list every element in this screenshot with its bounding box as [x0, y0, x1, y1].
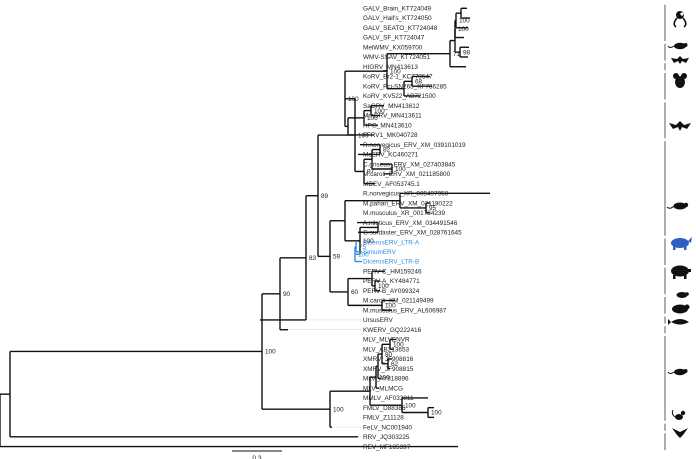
- koala-icon: [673, 73, 687, 88]
- tip-label: XMRV_JF908815: [363, 366, 414, 373]
- tip-label: MLV_AY818896: [363, 376, 409, 383]
- gibbon-icon: [673, 11, 687, 28]
- bat-icon: [669, 121, 691, 131]
- rodent-icon: [666, 202, 689, 210]
- tip-label: MmGRV_MN413611: [363, 113, 422, 120]
- whale-icon: [668, 319, 689, 325]
- tip-label: M.musculus_ERV_AL606987: [363, 307, 447, 314]
- tip-label: GALV_SEATO_KT724048: [363, 25, 438, 32]
- tip-label: FMLV_Z11128: [363, 415, 404, 422]
- bootstrap-value: 95: [429, 205, 437, 212]
- tip-label: PERV-A_KY484771: [363, 278, 420, 285]
- bootstrap-value: 100: [390, 68, 401, 75]
- bat-icon: [671, 56, 689, 64]
- tip-label: A.niloticus_ERV_XM_034491546: [363, 220, 458, 227]
- tip-label: M.caroli_XM_021149499: [363, 298, 434, 305]
- tip-label: KoRV_Pci-SN265_KF786285: [363, 83, 447, 90]
- tip-label: SimumERV: [363, 249, 397, 256]
- tip-label: RRV_JQ303225: [363, 434, 410, 441]
- bootstrap-value: 100: [333, 406, 344, 413]
- bootstrap-value: 100: [385, 303, 396, 310]
- cat-icon: [671, 409, 686, 420]
- tip-label: R.norvegicus_XR_005497950: [363, 191, 449, 198]
- bear-icon: [672, 304, 690, 314]
- bootstrap-value: 100: [363, 238, 374, 245]
- tip-label: UrsusERV: [363, 317, 393, 324]
- bird-icon: [672, 428, 688, 438]
- tip-label: PERV-B_AY099324: [363, 288, 420, 295]
- bootstrap-value: 83: [309, 255, 317, 262]
- tip-label: KoRV_KV522_AB721500: [363, 93, 436, 100]
- tip-label: DicerosERV_LTR-B: [363, 259, 419, 266]
- tip-label: XMRV_JF908816: [363, 356, 414, 363]
- rhino-icon: [671, 237, 692, 250]
- tip-label: C.griseus_ERV_XM_027403845: [363, 161, 456, 168]
- tip-label: FMLV_D88386: [363, 405, 406, 412]
- rodent-icon: [676, 292, 689, 298]
- tip-label: M.pahari_ERV_XM_021190222: [363, 200, 453, 207]
- rodent-icon: [667, 42, 688, 50]
- tip-label: GALV_Hall's_KT724050: [363, 15, 432, 22]
- tip-label: REV_MF185397: [363, 444, 411, 451]
- tip-label: R.norvegicus_ERV_XM_039101019: [363, 142, 466, 149]
- tree-branches: [0, 7, 490, 448]
- bootstrap-value: 97: [367, 169, 375, 176]
- tip-label: MelWMV_KX059700: [363, 44, 423, 51]
- tip-label: DicerosERV_LTR-A: [363, 239, 420, 246]
- tip-label: WMV-SSAV_KT724051: [363, 54, 430, 61]
- pig-icon: [671, 265, 691, 279]
- bootstrap-value: 100: [431, 410, 442, 417]
- bootstrap-value: 82: [383, 147, 391, 154]
- bootstrap-value: 60: [351, 289, 359, 296]
- bootstrap-value: 100: [378, 283, 389, 290]
- tip-label: MLV_MLVENVR: [363, 337, 410, 344]
- tip-label: MLV_MLMCG: [363, 385, 403, 392]
- bootstrap-value: 89: [321, 193, 329, 200]
- bootstrap-value: 100: [358, 132, 369, 139]
- tip-label: KoRV_Br2-1_KC779547: [363, 74, 433, 81]
- bootstrap-value: 100: [265, 349, 276, 356]
- tip-label: KWERV_GQ222416: [363, 327, 422, 334]
- bootstrap-value: 100: [393, 342, 404, 349]
- bootstrap-value: 80: [385, 351, 393, 358]
- tip-label: FFRV1_MK040728: [363, 132, 418, 139]
- tip-label: HIGRV_MN413613: [363, 64, 418, 71]
- bootstrap-value: 100: [379, 374, 390, 381]
- bootstrap-value: 62: [391, 361, 399, 368]
- tip-leader-lines: [260, 154, 362, 438]
- bootstrap-value: 75: [359, 244, 367, 251]
- scale-bar-label: 0.3: [252, 455, 261, 459]
- bootstrap-value: 71: [453, 51, 461, 58]
- bootstrap-value: 100: [358, 251, 369, 258]
- tip-label: G.surdaster_ERV_XM_028761645: [363, 230, 462, 237]
- tip-label: MLV_AB213653: [363, 346, 410, 353]
- tip-label: HPG_MN413610: [363, 122, 412, 129]
- tip-label: M.caroli_ERV_XM_021185800: [363, 171, 451, 178]
- bootstrap-value: 100: [395, 166, 406, 173]
- tip-label: PERV-C_HM159246: [363, 268, 422, 275]
- bootstrap-value: 100: [405, 402, 416, 409]
- tip-label: GALV_Brain_KT724049: [363, 6, 432, 13]
- bootstrap-value: 90: [283, 291, 291, 298]
- bootstrap-value: 100: [459, 18, 470, 25]
- bootstrap-value: 100: [374, 108, 385, 115]
- bootstrap-value: 59: [333, 254, 341, 261]
- bootstrap-value: 68: [415, 79, 423, 86]
- bootstrap-value: 100: [348, 96, 359, 103]
- tip-label: FeLV_NC001940: [363, 424, 412, 431]
- rodent-icon: [667, 368, 688, 376]
- bootstrap-value: 100: [458, 26, 469, 33]
- bootstrap-value: 100: [367, 115, 378, 122]
- tip-label: McERV_KC460271: [363, 152, 419, 159]
- tip-labels: GALV_Brain_KT724049GALV_Hall's_KT724050G…: [363, 6, 466, 451]
- tip-label: GALV_SF_KT724047: [363, 35, 425, 42]
- tip-label: M.musculus_XR_001784239: [363, 210, 446, 217]
- bootstrap-value: 98: [463, 49, 471, 56]
- tip-label: MDEV_AF053745.1: [363, 181, 420, 188]
- tip-label: MMLV_AF033811: [363, 395, 414, 402]
- tip-label: SaGRV_MN413612: [363, 103, 420, 110]
